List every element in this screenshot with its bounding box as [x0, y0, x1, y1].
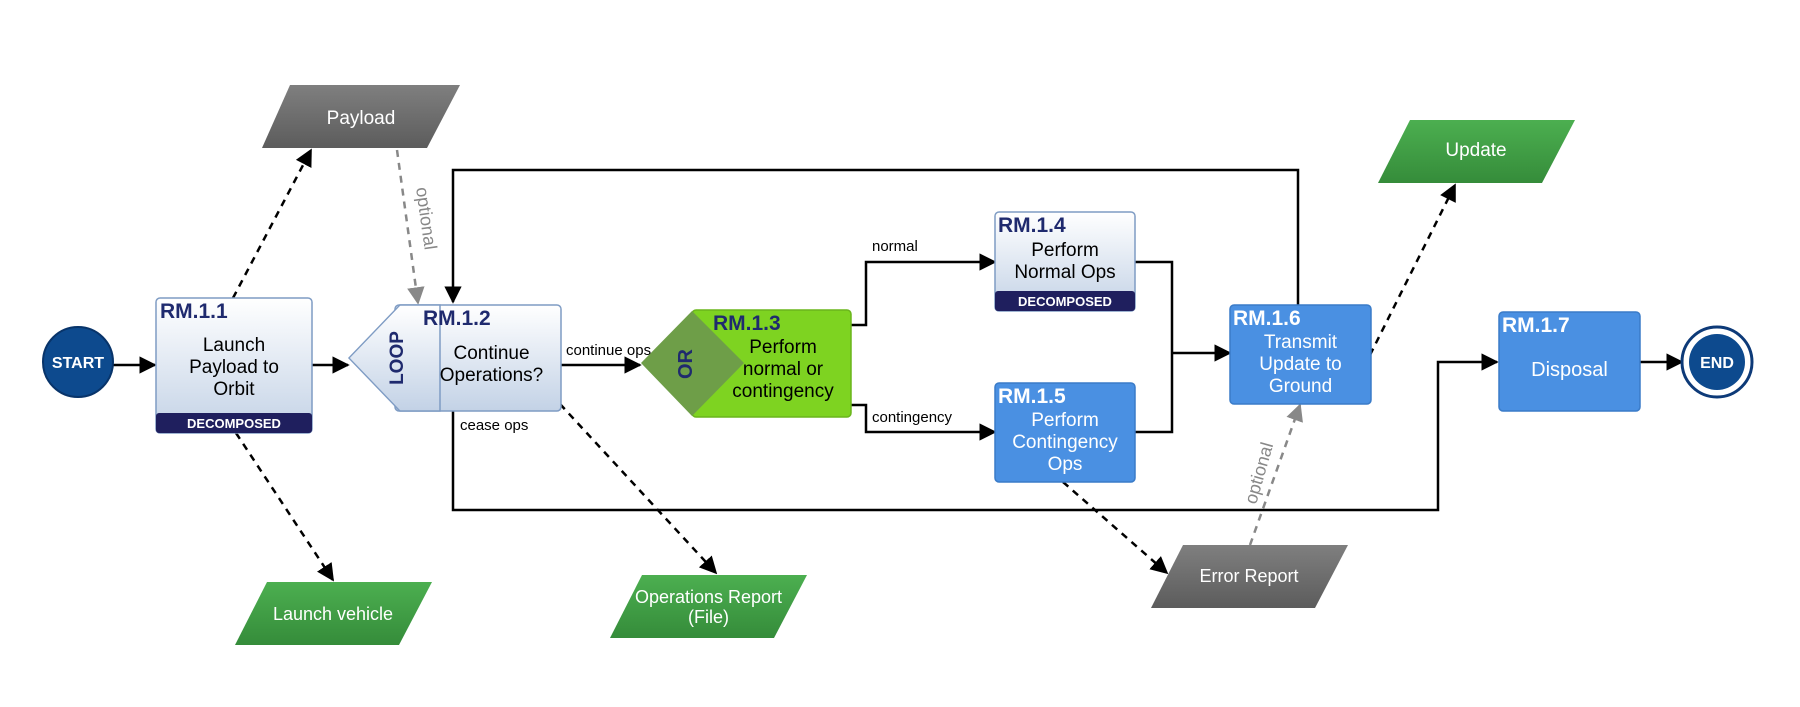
item-launch-vehicle: Launch vehicle	[235, 582, 432, 645]
function-rm15[interactable]: RM.1.5 Perform Contingency Ops	[994, 382, 1136, 483]
end-label: END	[1700, 355, 1734, 372]
label-continue-ops: continue ops	[566, 342, 651, 359]
rm14-title: Perform Normal Ops	[1014, 240, 1116, 283]
optional-item-flows	[395, 149, 1303, 546]
function-rm12[interactable]: RM.1.2 LOOP Continue Operations?	[347, 304, 562, 412]
item-update-label: Update	[1445, 140, 1506, 161]
rm11-badge: DECOMPOSED	[187, 416, 281, 431]
rm11-title: Launch Payload to Orbit	[189, 334, 279, 400]
rm15-title: Perform Contingency Ops	[1012, 409, 1118, 475]
flow-rm15-to-error-report	[1062, 481, 1169, 575]
function-rm16[interactable]: RM.1.6 Transmit Update to Ground	[1229, 304, 1372, 405]
end-node: END	[1680, 325, 1754, 399]
rm11-id: RM.1.1	[160, 300, 228, 323]
label-normal: normal	[872, 238, 918, 255]
rm14-badge: DECOMPOSED	[1018, 294, 1112, 309]
item-ops-report: Operations Report (File)	[610, 575, 807, 638]
item-ops-report-label: Operations Report (File)	[634, 587, 783, 627]
rm13-id: RM.1.3	[713, 312, 781, 335]
item-payload-label: Payload	[327, 108, 396, 129]
flow-payload-to-rm12	[395, 149, 425, 305]
function-rm17[interactable]: RM.1.7 Disposal	[1498, 311, 1641, 412]
flow-rm11-to-launch-vehicle	[234, 432, 335, 582]
item-launch-vehicle-label: Launch vehicle	[273, 604, 393, 624]
rm16-id: RM.1.6	[1233, 307, 1301, 330]
label-optional-error: optional	[1241, 440, 1278, 506]
rm12-title: Continue Operations?	[439, 343, 544, 386]
item-error-report-label: Error Report	[1199, 566, 1298, 586]
item-payload: Payload	[262, 85, 460, 148]
label-cease-ops: cease ops	[460, 417, 528, 434]
item-error-report: Error Report	[1151, 545, 1348, 608]
item-flows	[231, 148, 1457, 582]
rm12-id: RM.1.2	[423, 307, 491, 330]
rm13-or-tag: OR	[675, 348, 697, 379]
start-node: START	[42, 326, 114, 398]
flow-rm11-to-payload	[231, 148, 313, 299]
rm17-title: Disposal	[1531, 359, 1608, 381]
rm12-loop-tag: LOOP	[387, 331, 408, 385]
edge-rm14-rm15-join	[1135, 260, 1174, 434]
flow-rm16-to-update	[1368, 183, 1457, 356]
start-label: START	[52, 355, 104, 372]
rm17-id: RM.1.7	[1502, 314, 1570, 337]
edge-loop-back	[444, 168, 1300, 305]
edge-cease-ops-to-rm17	[451, 353, 1499, 512]
edge-rm13-to-rm15	[851, 403, 997, 441]
flow-rm12-to-ops-report	[559, 403, 718, 575]
edge-rm13-to-rm14	[851, 253, 997, 327]
rm16-title: Transmit Update to Ground	[1259, 331, 1342, 397]
rm13-title: Perform normal or contingency	[732, 337, 834, 402]
function-rm13[interactable]: RM.1.3 OR Perform normal or contingency	[641, 309, 852, 418]
label-contingency: contingency	[872, 409, 953, 426]
function-rm14[interactable]: RM.1.4 Perform Normal Ops DECOMPOSED	[994, 211, 1136, 312]
rm15-id: RM.1.5	[998, 385, 1066, 408]
item-update: Update	[1378, 120, 1575, 183]
connectors	[113, 168, 1684, 512]
function-rm11[interactable]: RM.1.1 Launch Payload to Orbit DECOMPOSE…	[155, 297, 313, 434]
rm14-id: RM.1.4	[998, 214, 1066, 237]
label-optional-payload: optional	[412, 186, 441, 251]
flow-error-report-to-rm16	[1248, 403, 1303, 546]
